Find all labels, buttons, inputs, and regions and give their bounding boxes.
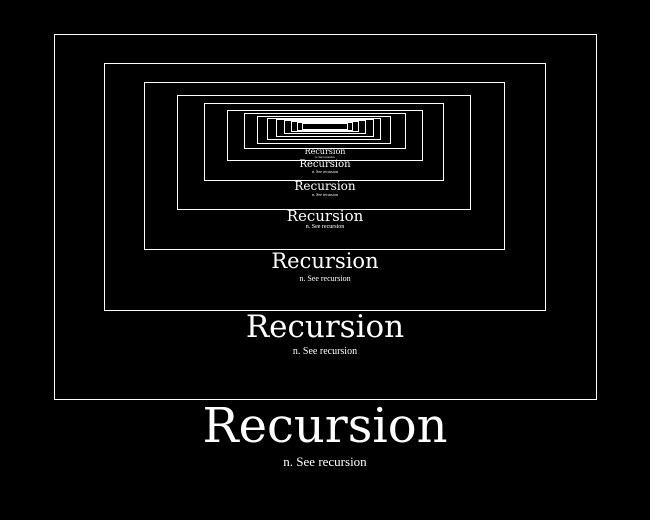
poster-frame-12 [297, 122, 353, 131]
poster-frame-1 [104, 63, 546, 311]
nested-title-2: Recursion [271, 249, 379, 273]
poster-frame-5 [227, 110, 423, 161]
nested-subtitle-2: n. See recursion [299, 274, 351, 283]
nested-subtitle-1: n. See recursion [292, 346, 358, 357]
poster-frame-11 [291, 121, 359, 132]
nested-subtitle-4: n. See recursion [312, 192, 338, 197]
poster-title: Recursion [202, 398, 448, 454]
nested-title-4: Recursion [294, 179, 356, 193]
poster-subtitle: n. See recursion [283, 454, 367, 469]
poster-frame-4 [204, 103, 444, 181]
nested-subtitle-5: n. See recursion [312, 169, 338, 174]
poster-frame-10 [284, 120, 366, 134]
nested-subtitle-3: n. See recursion [305, 224, 345, 230]
nested-title-6: Recursion [304, 147, 346, 156]
poster-frame-9 [276, 119, 374, 137]
nested-title-3: Recursion [286, 207, 364, 225]
poster-frame-2 [144, 82, 505, 250]
poster-frame-7 [257, 116, 391, 144]
poster-frame-13 [302, 123, 348, 130]
poster-frame-8 [267, 118, 381, 140]
nested-subtitle-6: n. See recursion [315, 155, 335, 159]
nested-title-5: Recursion [299, 159, 351, 170]
nested-title-1: Recursion [245, 309, 405, 345]
poster-frame-0 [54, 34, 597, 400]
poster-frame-6 [244, 113, 406, 149]
poster-frame-3 [177, 95, 471, 210]
